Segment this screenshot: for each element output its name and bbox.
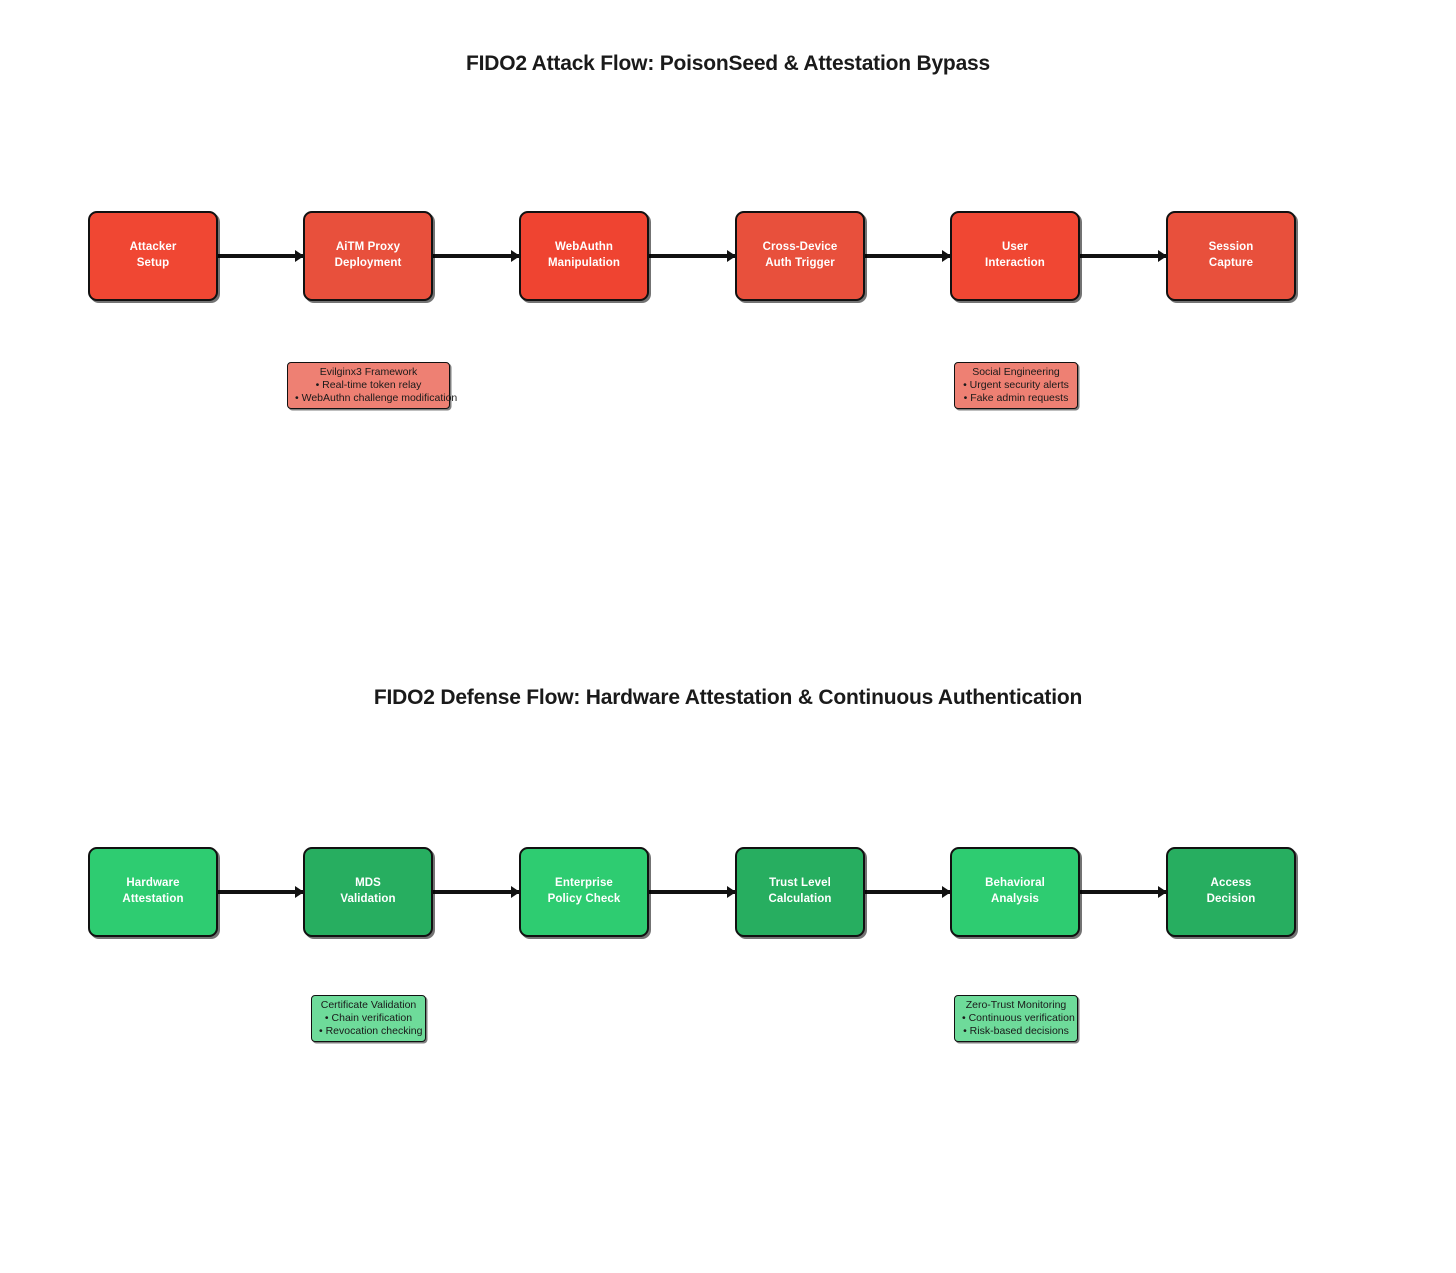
annotation-title: Social Engineering: [972, 366, 1060, 378]
annotation-zero-trust-monitoring-annotation: Zero-Trust Monitoring• Continuous verifi…: [954, 995, 1078, 1043]
annotation-item: • Continuous verification: [962, 1011, 1075, 1024]
flow-arrow: [649, 890, 735, 894]
node-label-line1: Enterprise: [555, 877, 613, 890]
node-label-line1: Session: [1208, 241, 1254, 254]
flow-arrow: [1080, 254, 1166, 258]
node-label-line2: Attestation: [122, 893, 184, 905]
node-label-line2: Calculation: [768, 893, 832, 905]
node-label-line1: Trust Level: [769, 877, 831, 890]
flow-arrow: [649, 254, 735, 258]
node-label-line2: Setup: [136, 257, 170, 269]
node-label-line1: Hardware: [126, 877, 180, 890]
attack-flow-title: FIDO2 Attack Flow: PoisonSeed & Attestat…: [465, 52, 991, 75]
flow-arrow: [218, 254, 303, 258]
node-label-line2: Deployment: [334, 257, 402, 269]
annotation-item: • Urgent security alerts: [963, 378, 1069, 391]
annotation-item: • Risk-based decisions: [963, 1024, 1069, 1037]
node-label-line2: Manipulation: [547, 257, 621, 269]
annotation-item: • Chain verification: [324, 1011, 413, 1024]
node-mds-validation[interactable]: MDS Validation: [303, 847, 433, 937]
node-label-line2: Decision: [1206, 893, 1256, 905]
node-label-line1: Attacker: [129, 241, 177, 254]
annotation-title: Zero-Trust Monitoring: [965, 999, 1067, 1011]
node-label-line1: Behavioral: [985, 877, 1045, 890]
annotation-evilginx3-annotation: Evilginx3 Framework• Real-time token rel…: [287, 362, 458, 410]
node-label-line1: Access: [1210, 877, 1252, 890]
defense-flow-title: FIDO2 Defense Flow: Hardware Attestation…: [373, 686, 1083, 709]
flow-arrow: [865, 254, 950, 258]
annotation-item: • Real-time token relay: [315, 378, 422, 391]
node-label-line2: Capture: [1208, 257, 1254, 269]
node-label-line1: MDS: [355, 877, 381, 890]
flow-arrow: [1080, 890, 1166, 894]
node-label-line1: AiTM Proxy: [335, 241, 401, 254]
node-label: MDS Validation: [340, 876, 395, 907]
annotation-title: Evilginx3 Framework: [319, 366, 418, 378]
annotation-certificate-validation-annotation: Certificate Validation• Chain verificati…: [311, 995, 426, 1043]
node-label-line2: Interaction: [985, 257, 1045, 269]
flow-arrow: [433, 254, 519, 258]
node-label-line2: Validation: [340, 893, 396, 905]
flow-arrow: [218, 890, 303, 894]
annotation-social-engineering-annotation: Social Engineering• Urgent security aler…: [954, 362, 1078, 410]
node-label-line1: User: [1002, 241, 1028, 254]
annotation-item: • Fake admin requests: [963, 391, 1069, 404]
annotation-title: Certificate Validation: [320, 999, 417, 1011]
node-label-line2: Analysis: [990, 893, 1040, 905]
node-label-line2: Auth Trigger: [765, 257, 835, 269]
node-label-line1: Cross-Device: [762, 241, 838, 254]
annotation-item: • Revocation checking: [319, 1024, 423, 1037]
flow-arrow: [865, 890, 950, 894]
annotation-item: • WebAuthn challenge modification: [295, 391, 458, 404]
flow-arrow: [433, 890, 519, 894]
node-label-line1: WebAuthn: [554, 241, 614, 254]
node-label-line2: Policy Check: [547, 893, 621, 905]
